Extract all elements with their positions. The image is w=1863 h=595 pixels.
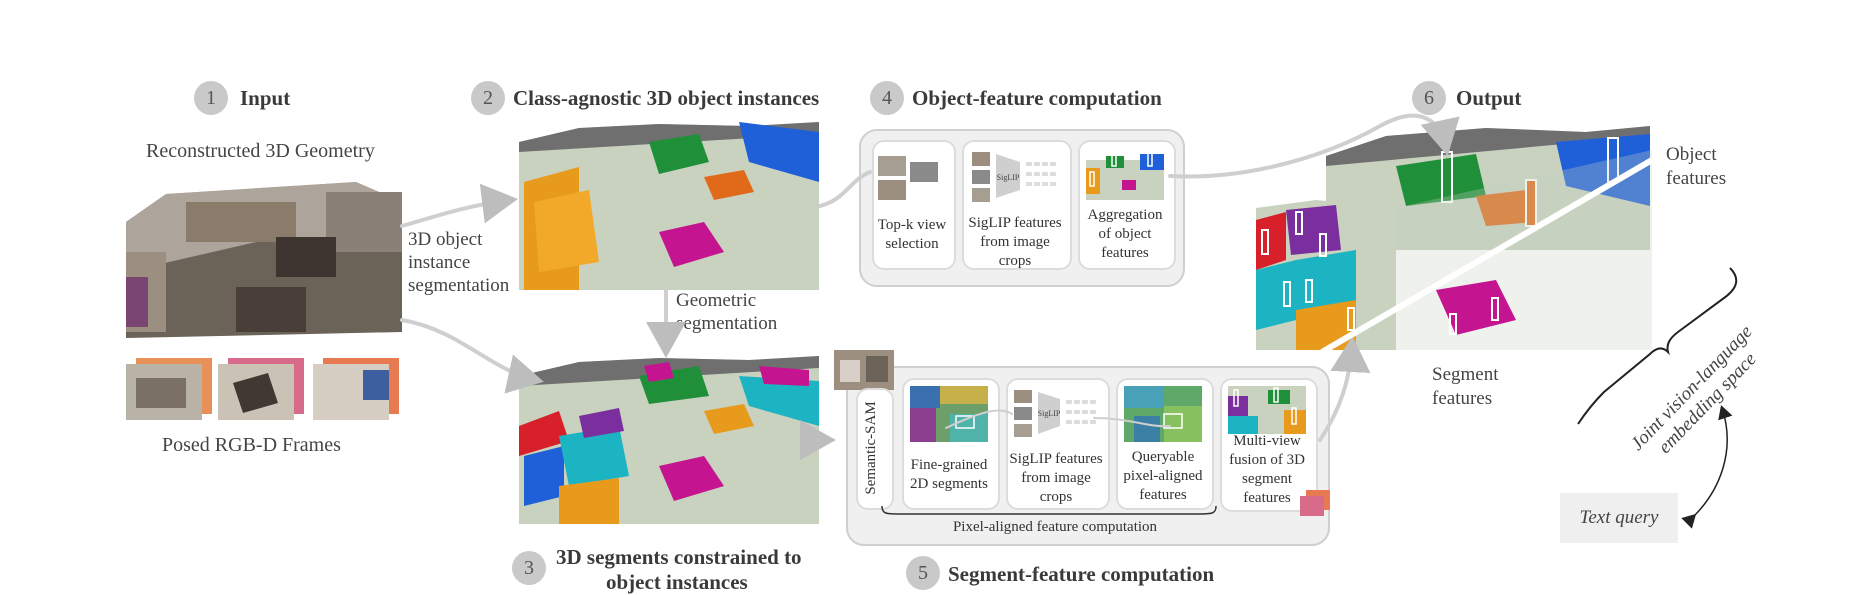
seg-siglip-label-2: from image bbox=[1021, 470, 1091, 486]
arrow-instances-to-object-panel bbox=[818, 170, 872, 208]
rgbd-frame-2 bbox=[218, 358, 304, 420]
aggregation-label-1: Aggregation bbox=[1087, 207, 1163, 223]
pixel-aligned-bracket bbox=[881, 505, 1217, 515]
joint-space-brace bbox=[1577, 267, 1738, 425]
rgbd-frame-1 bbox=[126, 358, 212, 420]
aggregation-label-3: features bbox=[1101, 245, 1149, 261]
fine-grained-label-2: 2D segments bbox=[910, 476, 988, 492]
step-3-title-line1: 3D segments constrained to bbox=[556, 545, 802, 569]
fine-grained-label-1: Fine-grained bbox=[910, 457, 988, 473]
arrow-siglip-to-queryable bbox=[1093, 417, 1171, 428]
pixel-aligned-label: Pixel-aligned feature computation bbox=[952, 519, 1158, 535]
aggregation-scene-icon bbox=[1086, 151, 1164, 200]
seg-siglip-box-text: SigLIP bbox=[1038, 409, 1061, 418]
multiview-label-2: fusion of 3D bbox=[1229, 452, 1305, 468]
segment-features-label-1: Segment bbox=[1432, 364, 1499, 385]
multiview-label-3: segment bbox=[1242, 471, 1292, 487]
geometric-seg-label-2: segmentation bbox=[676, 313, 778, 334]
text-query-box[interactable]: Text query bbox=[1560, 493, 1678, 543]
arrow-segment-to-output bbox=[1318, 336, 1371, 442]
reconstructed-geometry-label: Reconstructed 3D Geometry bbox=[146, 140, 375, 162]
geometric-seg-label-1: Geometric bbox=[676, 290, 757, 311]
topk-label-1: Top-k view bbox=[877, 217, 947, 233]
output-split-line bbox=[1320, 157, 1654, 355]
semantic-sam-card bbox=[856, 388, 894, 510]
seg-siglip-label-3: crops bbox=[1039, 489, 1073, 505]
arrow-input-to-instances bbox=[400, 183, 518, 228]
seg-siglip-encoder-icon: SigLIP bbox=[1014, 390, 1096, 437]
obj-siglip-label-1: SigLIP features bbox=[968, 215, 1062, 231]
semantic-sam-input-frame bbox=[834, 350, 894, 390]
step-6-badge: 6 bbox=[1412, 81, 1446, 115]
obj-siglip-encoder-icon: SigLIP bbox=[972, 152, 1056, 202]
step-5-title: Segment-feature computation bbox=[948, 562, 1215, 586]
step-1-badge: 1 bbox=[194, 81, 228, 115]
step-5-badge: 5 bbox=[906, 556, 940, 590]
topk-crops-icon bbox=[878, 156, 938, 200]
queryable-features-icon bbox=[1124, 386, 1202, 442]
obj-siglip-box-text: SigLIP bbox=[997, 173, 1020, 182]
object-instances-image bbox=[519, 122, 819, 290]
obj-siglip-label-3: crops bbox=[998, 253, 1032, 269]
arrow-fine-to-siglip bbox=[945, 409, 1013, 429]
step-4-title: Object-feature computation bbox=[912, 86, 1162, 110]
posed-frames-label: Posed RGB-D Frames bbox=[162, 434, 341, 456]
step-6-title: Output bbox=[1456, 86, 1522, 110]
aggregation-label-2: of object bbox=[1098, 226, 1152, 242]
input-geometry-image bbox=[126, 182, 402, 338]
arrow-query-to-space bbox=[1681, 405, 1733, 529]
multiview-frames-icon bbox=[1300, 490, 1330, 516]
queryable-label-2: pixel-aligned bbox=[1123, 468, 1203, 484]
rgbd-frame-3 bbox=[313, 358, 399, 420]
arrow-input-to-segments bbox=[400, 318, 544, 394]
obj-siglip-label-2: from image bbox=[980, 234, 1050, 250]
multiview-label-4: features bbox=[1243, 490, 1291, 506]
segments-image bbox=[519, 356, 819, 524]
seg-siglip-label-1: SigLIP features bbox=[1009, 451, 1103, 467]
step-4-badge: 4 bbox=[870, 81, 904, 115]
queryable-label-3: features bbox=[1139, 487, 1187, 503]
object-features-label-2: features bbox=[1666, 168, 1727, 189]
step-3-badge: 3 bbox=[512, 551, 546, 585]
instance-seg-label-2: instance bbox=[408, 252, 471, 273]
segment-features-label-2: features bbox=[1432, 388, 1493, 409]
queryable-label-1: Queryable bbox=[1131, 449, 1195, 465]
instance-seg-label-1: 3D object bbox=[408, 229, 483, 250]
multiview-fusion-icon bbox=[1228, 386, 1306, 434]
instance-seg-label-3: segmentation bbox=[408, 275, 510, 296]
step-2-title: Class-agnostic 3D object instances bbox=[513, 86, 820, 110]
multiview-label-1: Multi-view bbox=[1233, 433, 1301, 449]
step-3-title-line2: object instances bbox=[606, 570, 748, 594]
topk-label-2: selection bbox=[885, 236, 939, 252]
object-features-label-1: Object bbox=[1666, 144, 1717, 165]
arrow-object-to-output bbox=[1168, 113, 1460, 179]
step-1-title: Input bbox=[240, 86, 291, 110]
output-object-features-image bbox=[1326, 126, 1650, 250]
step-2-badge: 2 bbox=[471, 81, 505, 115]
